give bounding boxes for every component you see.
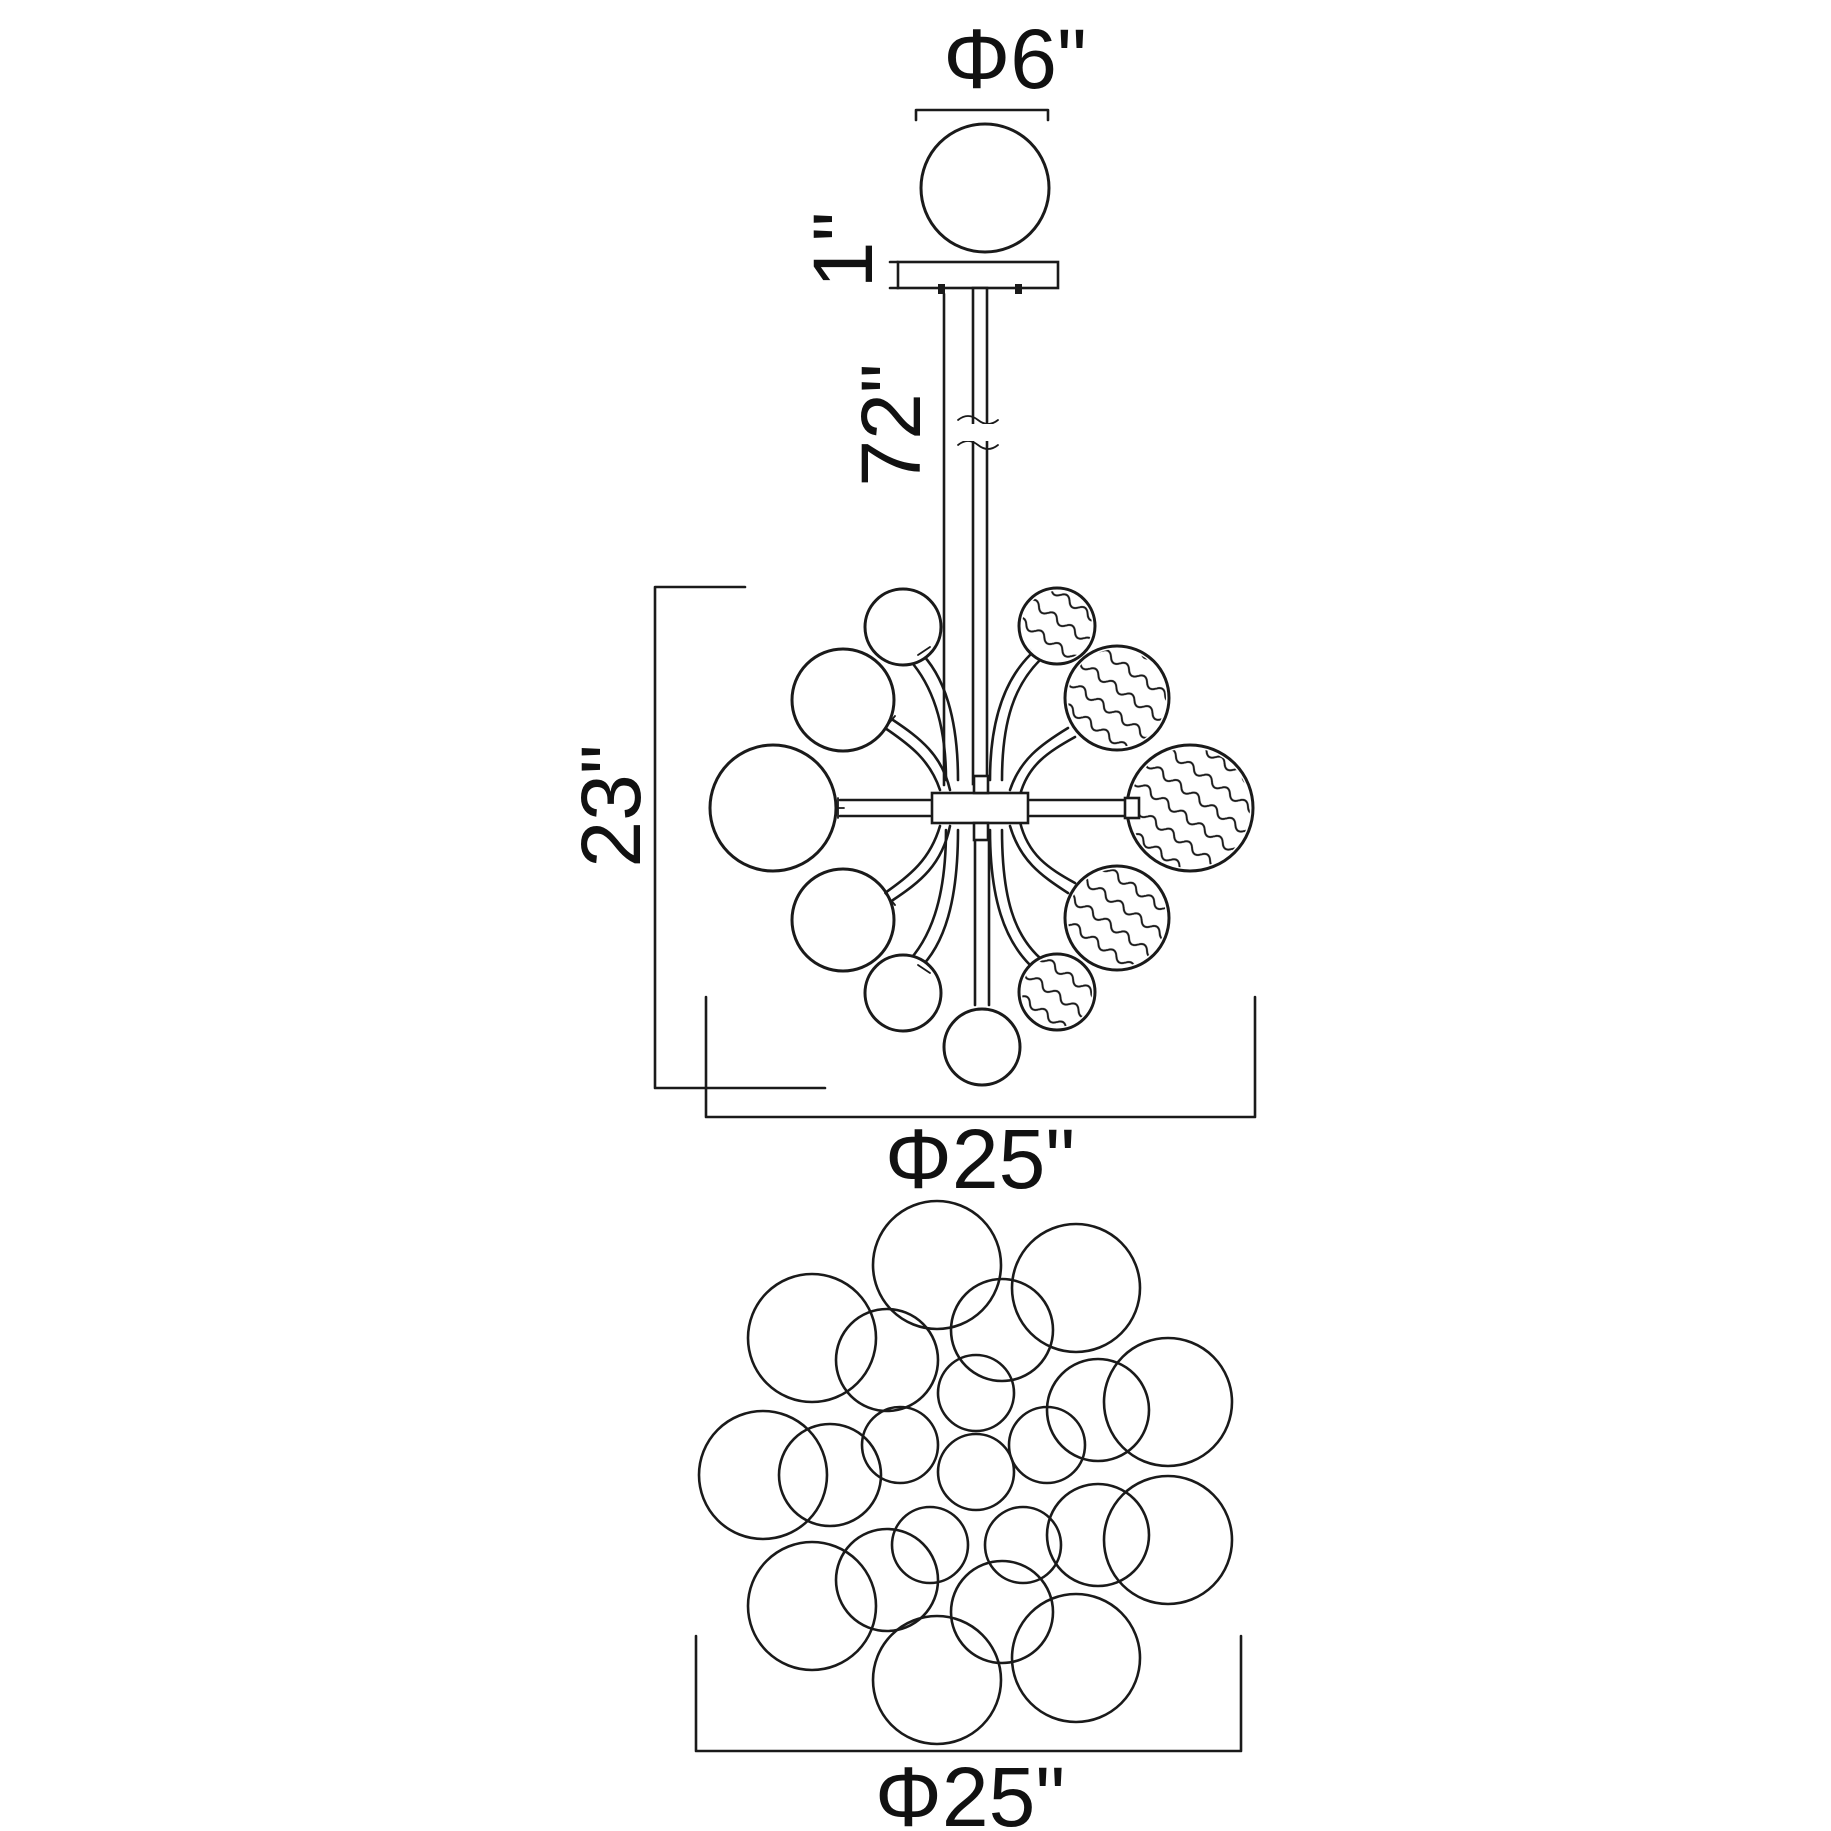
center-hub xyxy=(930,791,1030,825)
cord-length-label: 72" xyxy=(844,363,938,486)
arm-right-1b xyxy=(1000,658,1042,782)
socket xyxy=(1123,796,1141,820)
ribbed-globe xyxy=(1017,586,1097,666)
plan-globe xyxy=(983,1505,1063,1585)
socket xyxy=(835,797,845,819)
arm-left-4 xyxy=(883,824,942,895)
clear-globe xyxy=(790,867,896,973)
hub-collar-bottom xyxy=(972,821,990,842)
canopy-height-label: 1" xyxy=(796,212,890,289)
canopy-view: Φ6" 1" xyxy=(796,12,1087,294)
height-dimension-line xyxy=(653,585,827,1090)
canopy-height-tick xyxy=(888,260,900,290)
plan-globe xyxy=(1045,1482,1151,1588)
plan-globe xyxy=(871,1614,1003,1746)
clear-globe xyxy=(790,647,896,753)
arm-left-5 xyxy=(903,828,948,967)
arm-right-4b xyxy=(1018,820,1077,885)
arm-left-2 xyxy=(883,726,942,792)
plan-globe xyxy=(746,1272,878,1404)
top-width-dimension-line xyxy=(694,1634,1243,1753)
clear-globe xyxy=(942,1007,1022,1087)
canopy-diameter-label: Φ6" xyxy=(943,12,1087,106)
cut-mark-lower xyxy=(957,440,999,450)
plan-globe xyxy=(1007,1405,1087,1485)
ribbed-globe xyxy=(1017,952,1097,1032)
fixture-side-view: 23" Φ25" xyxy=(564,585,1257,1206)
hub-collar-top xyxy=(972,774,990,795)
plan-globe xyxy=(936,1432,1016,1512)
arm-left-2b xyxy=(891,718,952,792)
plan-globe xyxy=(871,1199,1003,1331)
arm-right-2b xyxy=(1018,735,1077,797)
socket xyxy=(917,646,931,656)
arm-right-5 xyxy=(988,828,1032,967)
ribbed-globe xyxy=(1063,644,1171,752)
clear-globe xyxy=(708,743,838,873)
arm-left-1b xyxy=(916,648,960,782)
plan-globe xyxy=(746,1540,878,1672)
plan-globe xyxy=(1102,1474,1234,1606)
plan-globe xyxy=(890,1505,970,1585)
clear-globe xyxy=(863,953,943,1033)
fixture-diameter-side-label: Φ25" xyxy=(885,1112,1075,1206)
canopy-diameter-bracket xyxy=(914,108,1050,122)
arm-right-1 xyxy=(988,653,1032,782)
plan-globe xyxy=(834,1307,940,1413)
plan-globe xyxy=(936,1353,1016,1433)
plan-globe xyxy=(1102,1336,1234,1468)
plan-globe xyxy=(697,1409,829,1541)
plan-globe xyxy=(949,1559,1055,1665)
plan-globe xyxy=(1010,1222,1142,1354)
downrod xyxy=(971,286,989,786)
plan-globe xyxy=(834,1527,940,1633)
fixture-top-view xyxy=(697,1199,1234,1746)
clear-globe xyxy=(863,587,943,667)
arm-left-5b xyxy=(916,828,960,972)
side-width-dimension-line xyxy=(704,995,1257,1119)
fixture-height-label: 23" xyxy=(564,744,658,867)
canopy-plate xyxy=(896,260,1060,290)
top-width-dimension: Φ25" xyxy=(694,1634,1243,1831)
plan-globe xyxy=(777,1422,883,1528)
arm-right-5b xyxy=(1000,828,1042,960)
cut-gap xyxy=(958,424,1000,441)
fixture-diameter-top-label: Φ25" xyxy=(875,1750,1065,1831)
socket xyxy=(917,964,931,974)
socket xyxy=(884,715,896,729)
ribbed-globe xyxy=(1063,864,1171,972)
plan-globe xyxy=(1010,1592,1142,1724)
plan-globe xyxy=(1045,1357,1151,1463)
plan-globe xyxy=(860,1405,940,1485)
ribbed-globe xyxy=(1125,743,1255,873)
plan-globe xyxy=(949,1277,1055,1383)
canopy-screw-right xyxy=(1015,284,1022,294)
canopy-screw-left xyxy=(938,284,945,294)
suspension: 72" xyxy=(844,286,1000,787)
arm-right-2 xyxy=(1008,726,1070,792)
canopy-plan-circle xyxy=(919,122,1051,254)
socket xyxy=(884,892,896,906)
arm-right-4 xyxy=(1008,824,1070,895)
cut-mark-upper xyxy=(957,415,999,425)
